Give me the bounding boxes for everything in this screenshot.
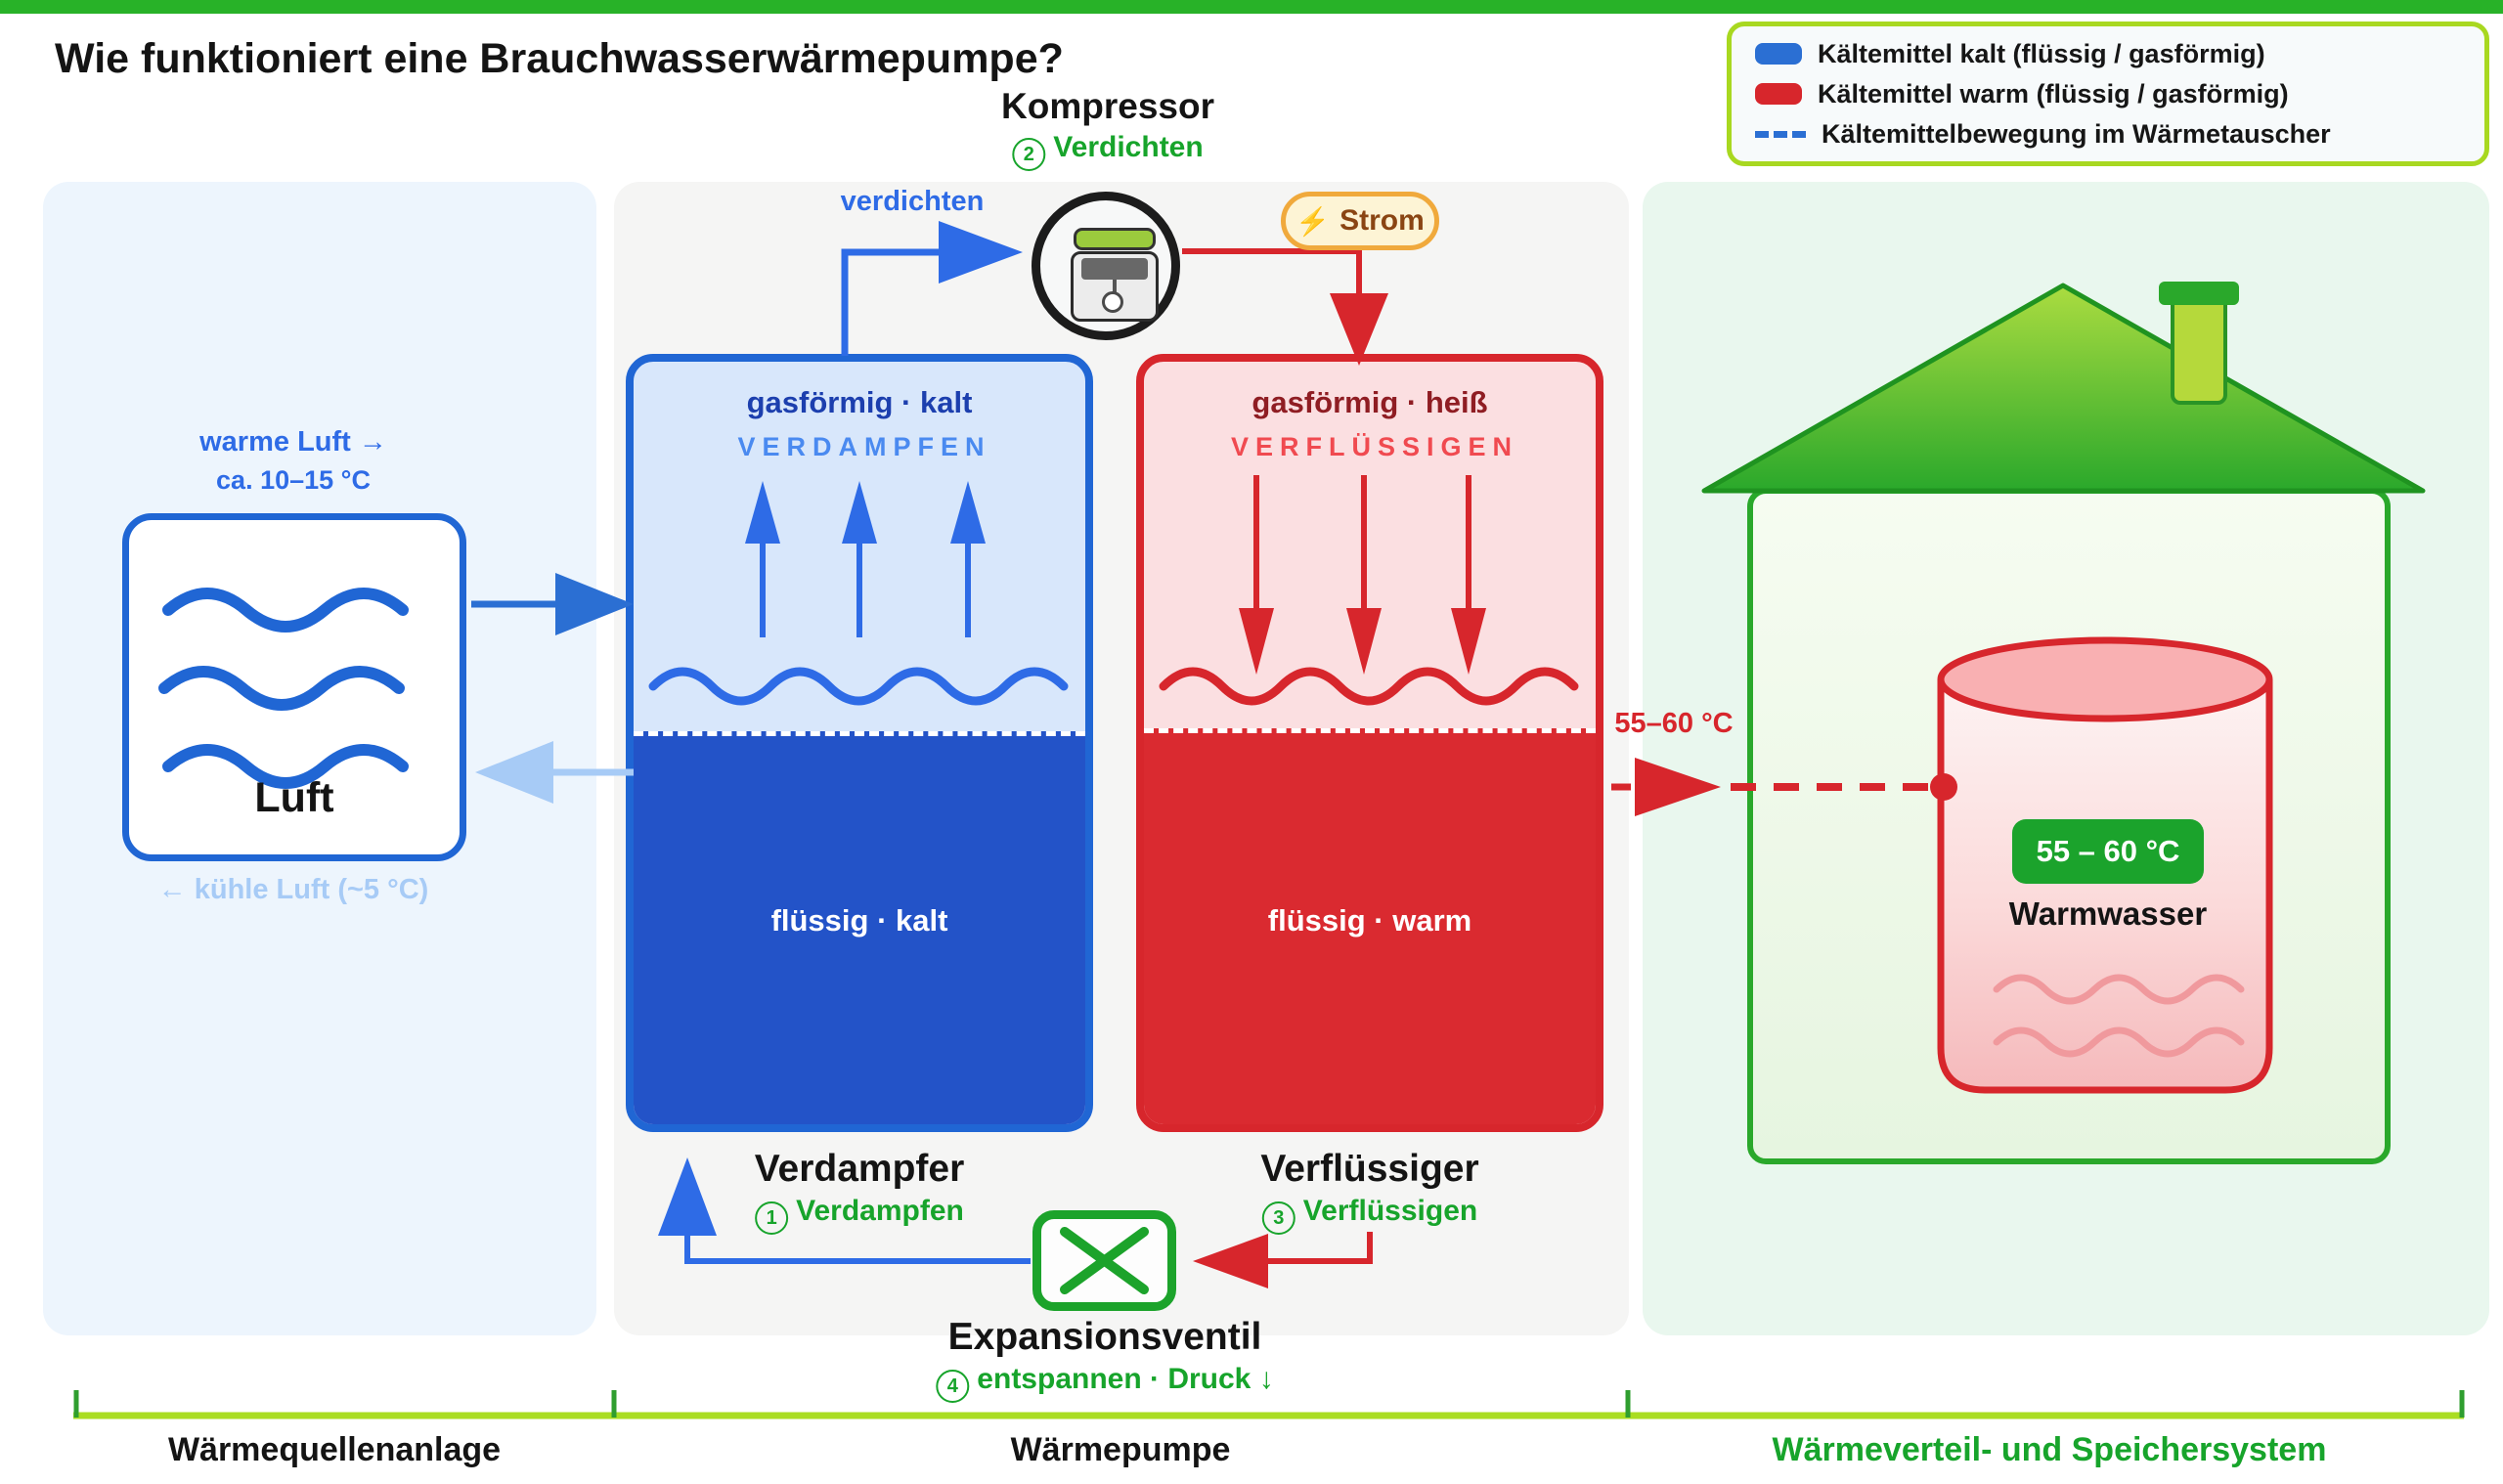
compressor-stem (1113, 280, 1117, 295)
panel-distribution (1643, 182, 2489, 1335)
condenser-liquid (1144, 728, 1596, 1124)
electricity-label: Strom (1339, 204, 1425, 237)
step-3-label: Verflüssigen (1302, 1195, 1478, 1227)
compressor-icon (1032, 192, 1180, 340)
air-source-box (122, 513, 466, 861)
section-distribution: Wärmeverteil- und Speichersystem (1772, 1431, 2327, 1468)
evaporator-name: Verdampfer (754, 1148, 965, 1190)
legend-item-cold: Kältemittel kalt (flüssig / gasförmig) (1755, 39, 2461, 69)
condenser-liquid-label: flüssig · warm (1267, 903, 1472, 938)
storage-temp-value: 55 – 60 °C (2036, 834, 2180, 868)
step-1-circle: 1 (755, 1201, 789, 1235)
legend-label: Kältemittel warm (flüssig / gasförmig) (1818, 78, 2289, 109)
storage-label: Warmwasser (2008, 895, 2208, 932)
cool-air-label: ← kühle Luft (~5 °C) (157, 874, 429, 905)
legend-item-movement: Kältemittelbewegung im Wärmetauscher (1755, 119, 2461, 150)
step-4-label: entspannen · Druck ↓ (977, 1363, 1274, 1395)
compressor-slot (1081, 258, 1148, 280)
condenser-gas-label: gasförmig · heiß (1252, 385, 1488, 419)
electricity-badge: ⚡ Strom (1281, 192, 1439, 250)
compressor-knob (1102, 291, 1123, 313)
evaporator-process-label: VERDAMPFEN (737, 432, 991, 461)
top-accent-bar (0, 0, 2503, 14)
refrigerant-movement-swatch (1755, 130, 1806, 138)
lightning-bolt-icon: ⚡ (1295, 205, 1331, 237)
step-2-circle: 2 (1012, 138, 1046, 171)
legend-label: Kältemittelbewegung im Wärmetauscher (1822, 118, 2331, 149)
air-box-label: Luft (254, 774, 334, 821)
expansion-valve-icon (1032, 1210, 1176, 1311)
page-title: Wie funktioniert eine Brauchwasserwärmep… (55, 35, 1064, 82)
refrigerant-cold-swatch (1755, 43, 1802, 65)
legend: Kältemittel kalt (flüssig / gasförmig) K… (1727, 22, 2489, 166)
evaporator-gas-label: gasförmig · kalt (746, 385, 973, 419)
evaporator-liquid (634, 731, 1085, 1124)
condenser-process-label: VERFLÜSSIGEN (1230, 432, 1519, 461)
legend-item-warm: Kältemittel warm (flüssig / gasförmig) (1755, 79, 2461, 109)
step-2-label: Verdichten (1053, 131, 1204, 163)
section-heat-pump: Wärmepumpe (1010, 1431, 1231, 1468)
valve-x-icon (1060, 1227, 1149, 1294)
evaporator-tank (626, 354, 1093, 1132)
legend-label: Kältemittel kalt (flüssig / gasförmig) (1818, 38, 2265, 68)
step-3-circle: 3 (1261, 1201, 1295, 1235)
compressor-title: Kompressor (1001, 86, 1214, 126)
outlet-temp-label: 55–60 °C (1614, 708, 1734, 739)
refrigerant-warm-swatch (1755, 83, 1802, 105)
storage-temp-badge: 55 – 60 °C (2012, 819, 2204, 884)
warm-air-label: warme Luft → (199, 426, 387, 458)
suction-pipe-label: verdichten (840, 186, 985, 217)
condenser-tank (1136, 354, 1603, 1132)
compressor-cap (1074, 228, 1156, 250)
section-heat-source: Wärmequellenanlage (167, 1431, 502, 1468)
air-waves-icon (158, 588, 409, 789)
warm-air-temp: ca. 10–15 °C (216, 465, 371, 495)
condenser-name: Verflüssiger (1260, 1148, 1479, 1190)
step-4-circle: 4 (936, 1370, 970, 1403)
evaporator-liquid-label: flüssig · kalt (770, 903, 948, 938)
expansion-valve-name: Expansionsventil (947, 1316, 1262, 1358)
step-1-label: Verdampfen (796, 1195, 964, 1227)
